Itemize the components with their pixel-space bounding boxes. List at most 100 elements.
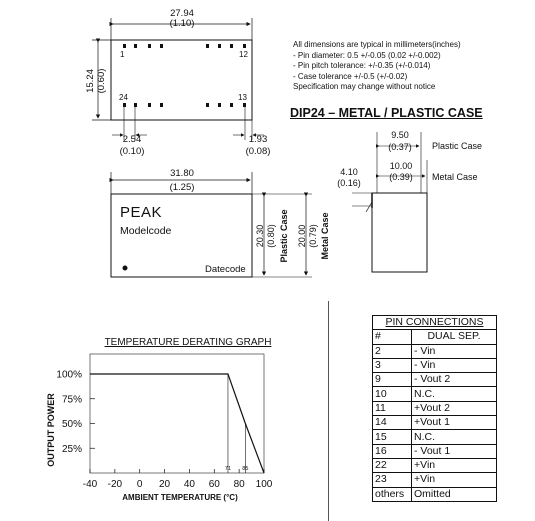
- plastic-height-mm: 20.30: [255, 225, 265, 248]
- pin-function: - Vin: [411, 357, 497, 374]
- plastic-height-in: (0.80): [266, 224, 276, 248]
- pin-number: 9: [372, 372, 412, 388]
- x-tick-label: 40: [184, 479, 196, 490]
- pin-length-in: (0.16): [337, 178, 361, 188]
- top-height-mm: 15.24: [85, 69, 96, 93]
- note-line: Specification may change without notice: [293, 82, 436, 91]
- metal-case-side-label: Metal Case: [432, 172, 478, 182]
- pin-number: others: [372, 486, 412, 502]
- pin-connections-table: PIN CONNECTIONS # DUAL SEP. 2- Vin 3- Vi…: [372, 314, 497, 502]
- top-height-in: (0.60): [96, 69, 107, 94]
- chart-title: TEMPERATURE DERATING GRAPH: [105, 337, 272, 348]
- metal-depth-mm: 10.00: [390, 161, 413, 171]
- table-row: 23+Vin: [372, 472, 497, 488]
- metal-height-in: (0.79): [308, 224, 318, 248]
- x-tick-label: 60: [209, 479, 221, 490]
- pin-function: N.C.: [411, 386, 497, 402]
- vertical-divider: [328, 301, 329, 521]
- pin-row-bottom: [123, 103, 246, 107]
- pin-function: +Vin: [411, 472, 497, 488]
- case-title: DIP24 – METAL / PLASTIC CASE: [290, 106, 483, 120]
- pin-function: - Vout 2: [411, 372, 497, 388]
- x-tick-label: 0: [137, 479, 143, 490]
- note-line: - Pin pitch tolerance: +/-0.35 (+/-0.014…: [293, 61, 431, 70]
- front-width-in: (1.25): [170, 182, 195, 193]
- annotation-label: 85: [242, 466, 248, 472]
- table-row: 22+Vin: [372, 457, 497, 474]
- pin-12-label: 12: [239, 50, 248, 59]
- pin-number: 22: [372, 457, 412, 474]
- x-tick-label: -20: [108, 479, 123, 490]
- y-tick-label: 25%: [62, 444, 82, 455]
- edge-offset-in: (0.08): [246, 146, 271, 157]
- pin-number: 23: [372, 472, 412, 488]
- pin-function: +Vin: [411, 457, 497, 474]
- table-row: 16- Vout 1: [372, 443, 497, 459]
- front-width-mm: 31.80: [170, 168, 194, 179]
- side-view-outline: [371, 192, 428, 273]
- pin-number: 14: [372, 415, 412, 431]
- top-view-outline: [110, 39, 253, 121]
- pin-13-label: 13: [238, 93, 247, 102]
- top-width-in: (1.10): [170, 18, 195, 29]
- table-row: 2- Vin: [372, 343, 497, 359]
- metal-depth-in: (0.39): [389, 172, 413, 182]
- pin-length-mm: 4.10: [340, 167, 358, 177]
- model-code: Modelcode: [120, 225, 172, 237]
- derating-line: [90, 373, 265, 474]
- pin-function: +Vout 1: [411, 415, 497, 431]
- derating-chart: TEMPERATURE DERATING GRAPH OUTPUT POWER …: [46, 337, 273, 502]
- pin-function: +Vout 2: [411, 400, 497, 417]
- metal-case-label: Metal Case: [320, 212, 330, 259]
- pin-number: 15: [372, 429, 412, 445]
- pin-pitch-in: (0.10): [120, 146, 145, 157]
- x-tick-label: 80: [234, 479, 246, 490]
- pin-function: - Vin: [411, 343, 497, 359]
- note-line: - Pin diameter: 0.5 +/-0.05 (0.02 +/-0.0…: [293, 50, 441, 60]
- pin-number: 2: [372, 343, 412, 359]
- pin-1-label: 1: [120, 50, 125, 59]
- plastic-case-label: Plastic Case: [279, 209, 289, 262]
- dimension-notes: All dimensions are typical in millimeter…: [293, 40, 461, 93]
- plot-area: [89, 353, 265, 474]
- pin-number: 11: [372, 400, 412, 417]
- x-axis-label: AMBIENT TEMPERATURE (°C): [122, 493, 238, 502]
- plastic-depth-in: (0.37): [388, 142, 412, 152]
- pin-24-label: 24: [119, 93, 128, 102]
- x-tick-label: 20: [159, 479, 171, 490]
- top-width-mm: 27.94: [170, 8, 194, 19]
- annotation-label: 71: [225, 466, 231, 472]
- pin-number: 10: [372, 386, 412, 402]
- mechanical-drawing: 27.94 (1.10) 1 12 24 13 15.24 (0.60) 2.5…: [85, 8, 482, 278]
- metal-height-mm: 20.00: [297, 225, 307, 248]
- note-line: - Case tolerance +/-0.5 (+/-0.02): [293, 71, 408, 81]
- plastic-case-side-label: Plastic Case: [432, 141, 482, 151]
- table-row: 9- Vout 2: [372, 372, 497, 388]
- x-tick-label: -40: [83, 479, 98, 490]
- brand-logo: PEAK: [120, 204, 162, 221]
- pin-function: Omitted: [411, 486, 497, 502]
- x-tick-label: 100: [256, 479, 273, 490]
- plastic-depth-mm: 9.50: [391, 130, 409, 140]
- date-code: Datecode: [205, 264, 246, 275]
- function-column-header: DUAL SEP.: [411, 329, 497, 345]
- pin-table-title: PIN CONNECTIONS: [372, 314, 497, 331]
- side-pin: [365, 201, 373, 213]
- table-row: 3- Vin: [372, 357, 497, 374]
- table-row: 14+Vout 1: [372, 415, 497, 431]
- y-axis-label: OUTPUT POWER: [46, 393, 56, 467]
- pin-function: N.C.: [411, 429, 497, 445]
- pin-function: - Vout 1: [411, 443, 497, 459]
- front-view-outline: [110, 193, 253, 278]
- y-tick-label: 100%: [56, 370, 82, 381]
- pin-1-marker: [122, 265, 128, 271]
- pin-column-header: #: [372, 329, 412, 345]
- table-row: 11+Vout 2: [372, 400, 497, 417]
- y-tick-label: 75%: [62, 394, 82, 405]
- y-tick-label: 50%: [62, 419, 82, 430]
- notes-heading: All dimensions are typical in millimeter…: [293, 40, 461, 49]
- pin-number: 16: [372, 443, 412, 459]
